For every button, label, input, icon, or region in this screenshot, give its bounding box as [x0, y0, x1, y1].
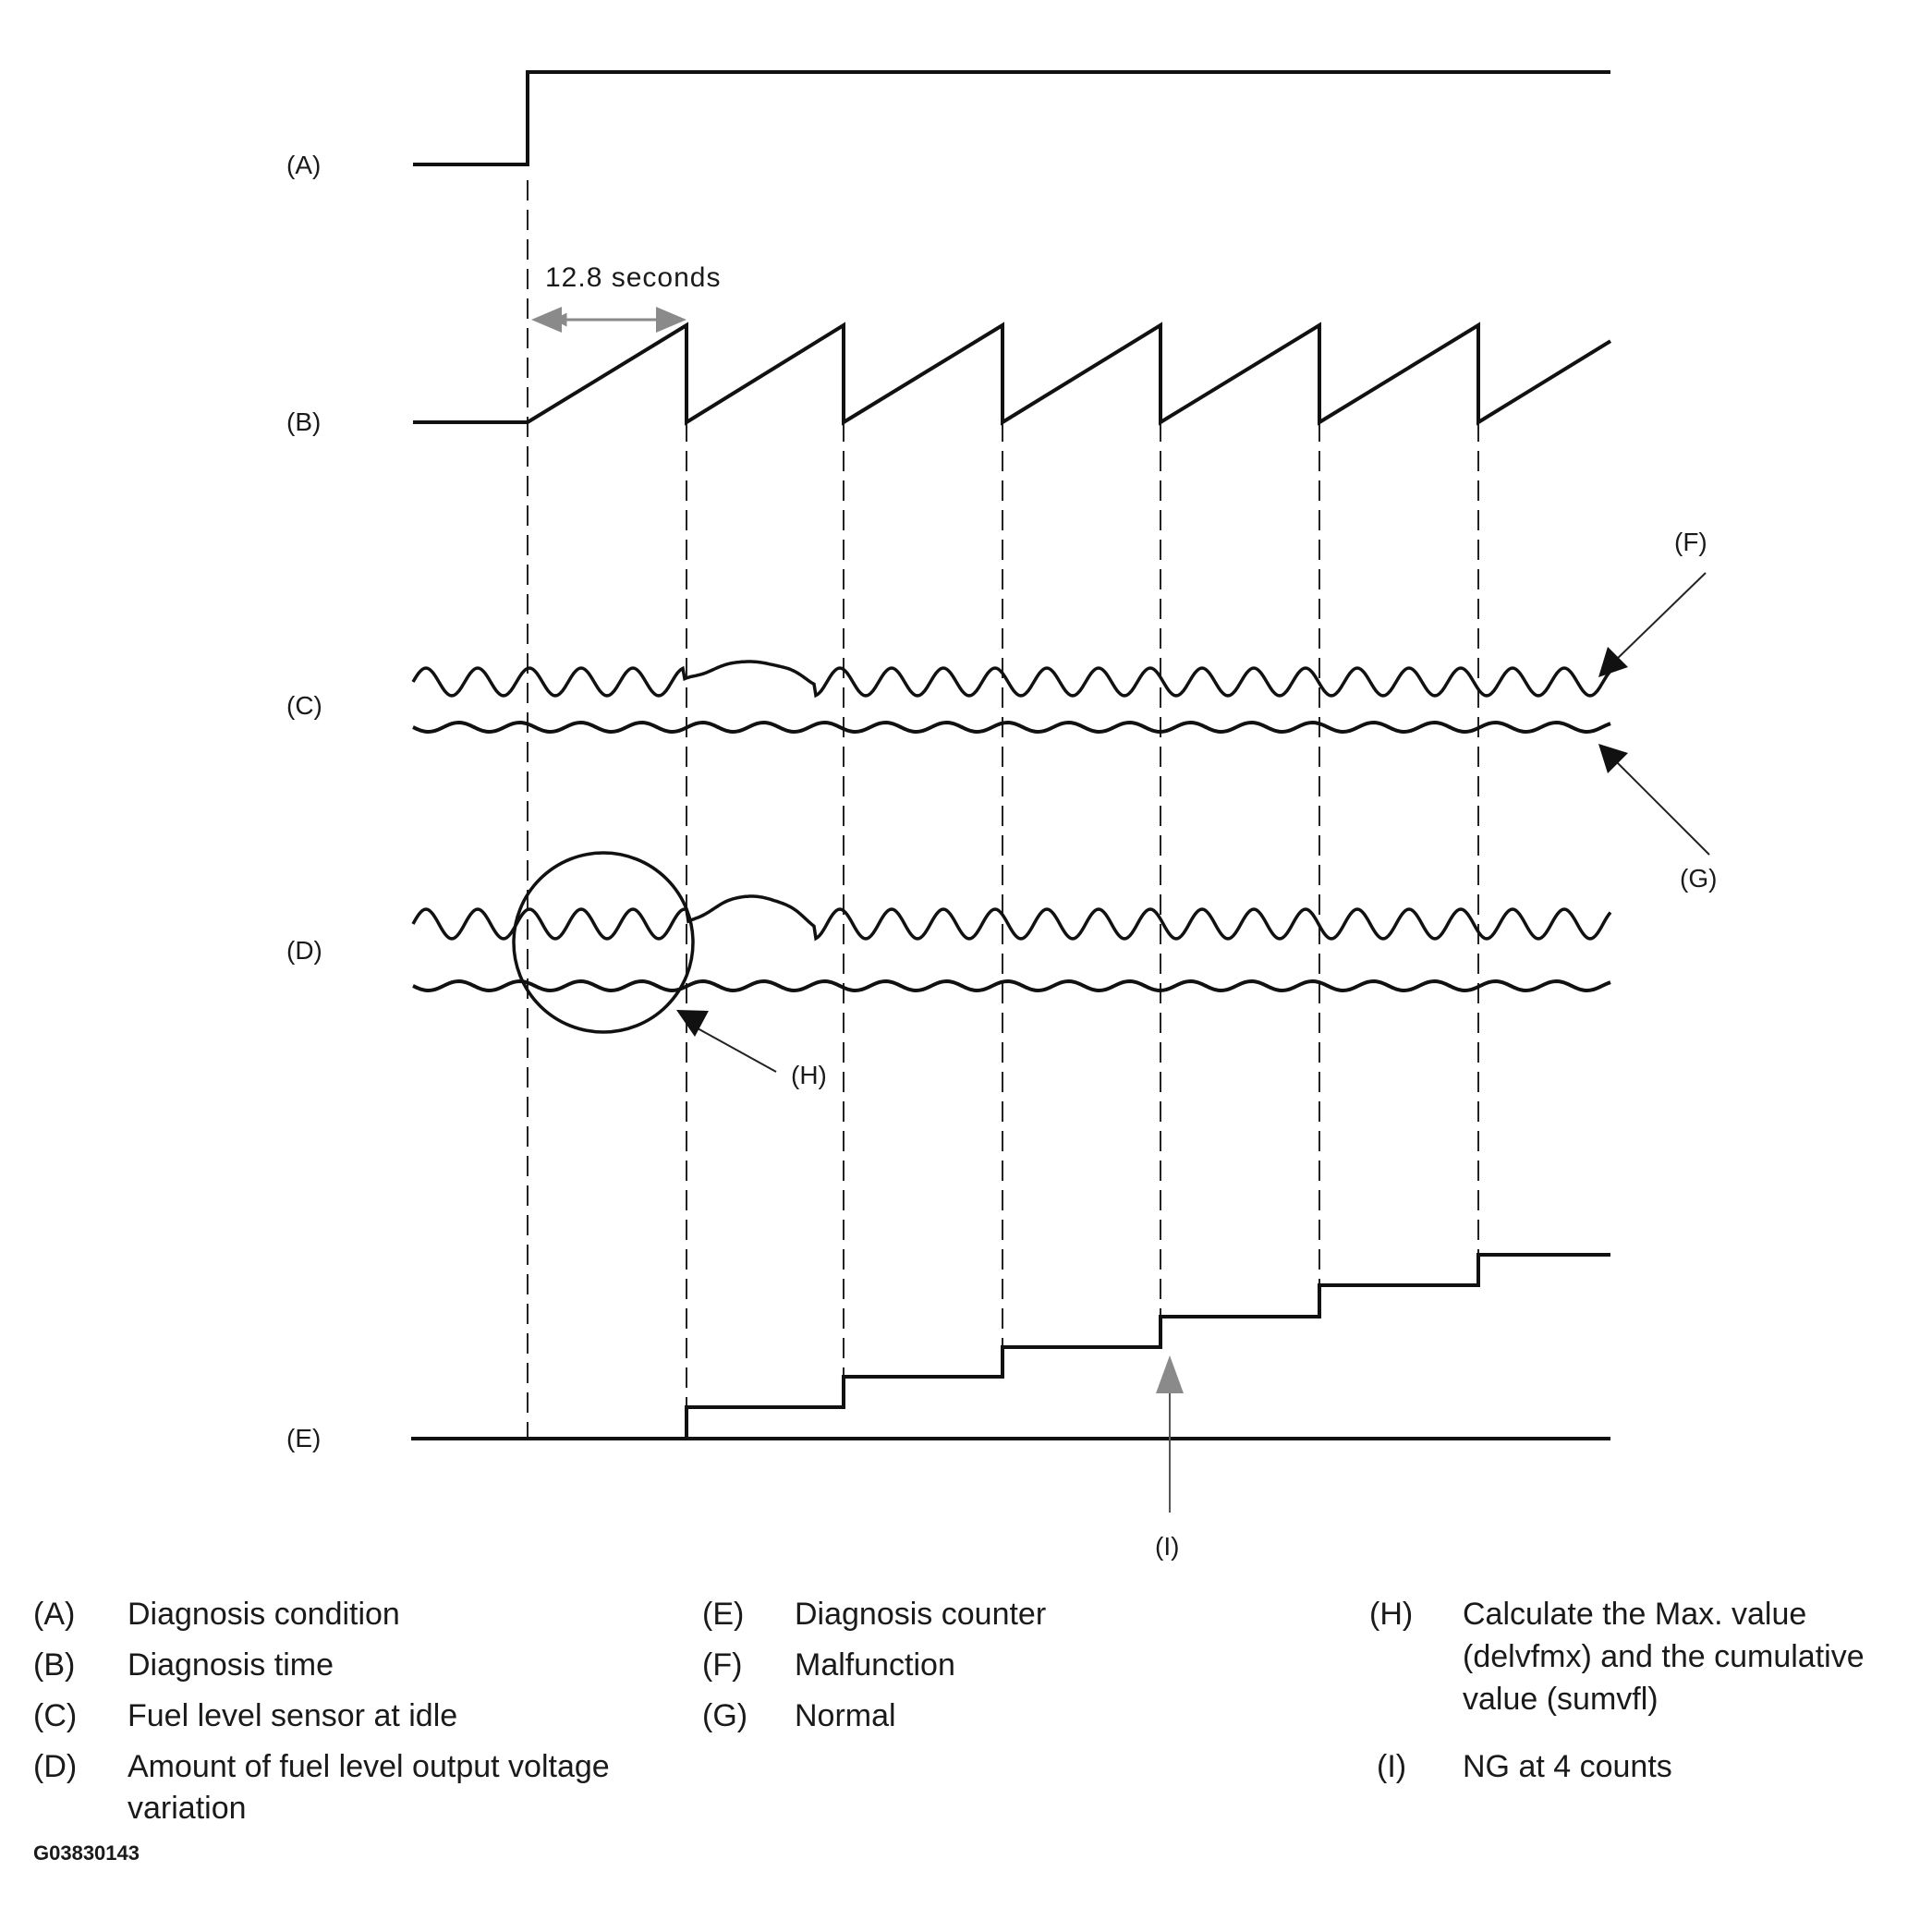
figure-code: G03830143: [33, 1841, 140, 1865]
legend-desc-d-line2: variation: [128, 1791, 247, 1826]
signal-a-label: (A): [286, 151, 321, 179]
legend-desc-c: Fuel level sensor at idle: [128, 1698, 457, 1733]
interval-label: 12.8 seconds: [545, 262, 721, 293]
window-circle-h: [512, 851, 695, 1034]
legend-key-g: (G): [702, 1698, 747, 1733]
legend: (A) Diagnosis condition (B) Diagnosis ti…: [33, 1597, 1865, 1826]
signal-d-normal-trace: [412, 978, 1611, 993]
timing-guide-lines: [527, 180, 1479, 1439]
pointer-h-arrowhead: [676, 1010, 709, 1037]
legend-desc-d-line1: Amount of fuel level output voltage: [128, 1749, 610, 1784]
legend-column-2: (E) Diagnosis counter (F) Malfunction (G…: [702, 1597, 1046, 1733]
interval-arrow-head-left: [531, 307, 562, 333]
signal-d-malfunction-trace: [411, 894, 1612, 942]
legend-desc-f: Malfunction: [795, 1647, 955, 1683]
legend-desc-a: Diagnosis condition: [128, 1597, 400, 1632]
pointer-g-line: [1611, 757, 1710, 856]
legend-column-3: (H) Calculate the Max. value (delvfmx) a…: [1369, 1597, 1865, 1784]
signal-e-label: (E): [286, 1424, 321, 1452]
signal-e-counter-trace: [685, 1253, 1610, 1439]
legend-column-1: (A) Diagnosis condition (B) Diagnosis ti…: [33, 1597, 610, 1826]
legend-desc-b: Diagnosis time: [128, 1647, 334, 1683]
legend-desc-e: Diagnosis counter: [795, 1597, 1046, 1632]
signal-b-trace: [413, 322, 1612, 426]
label-f: (F): [1674, 528, 1707, 556]
legend-key-f: (F): [702, 1647, 742, 1683]
legend-key-a: (A): [33, 1597, 75, 1632]
legend-key-c: (C): [33, 1698, 77, 1733]
signal-b-label: (B): [286, 407, 321, 436]
legend-desc-i: NG at 4 counts: [1463, 1749, 1672, 1784]
signal-d-label: (D): [286, 936, 322, 965]
signal-c-normal-trace: [412, 720, 1611, 735]
signal-c-malfunction-trace: [411, 660, 1612, 699]
signal-c-label: (C): [286, 691, 322, 720]
legend-key-h: (H): [1369, 1597, 1413, 1632]
legend-key-e: (E): [702, 1597, 744, 1632]
legend-desc-h-line3: value (sumvfl): [1463, 1682, 1659, 1717]
legend-desc-h-line1: Calculate the Max. value: [1463, 1597, 1806, 1632]
legend-key-i: (I): [1377, 1749, 1406, 1784]
pointer-f-line: [1611, 572, 1707, 664]
signal-a-trace: [413, 70, 1610, 166]
legend-desc-h-line2: (delvfmx) and the cumulative: [1463, 1639, 1865, 1674]
label-g: (G): [1680, 864, 1717, 893]
interval-arrow-head-right: [656, 307, 687, 333]
legend-key-b: (B): [33, 1647, 75, 1683]
legend-desc-g: Normal: [795, 1698, 896, 1733]
pointer-g-arrowhead: [1598, 744, 1628, 773]
pointer-h-line: [697, 1027, 777, 1073]
legend-key-d: (D): [33, 1749, 77, 1784]
label-i: (I): [1155, 1532, 1179, 1561]
label-h: (H): [791, 1061, 827, 1089]
pointer-f-arrowhead: [1598, 647, 1628, 677]
pointer-i-arrowhead: [1156, 1355, 1184, 1393]
